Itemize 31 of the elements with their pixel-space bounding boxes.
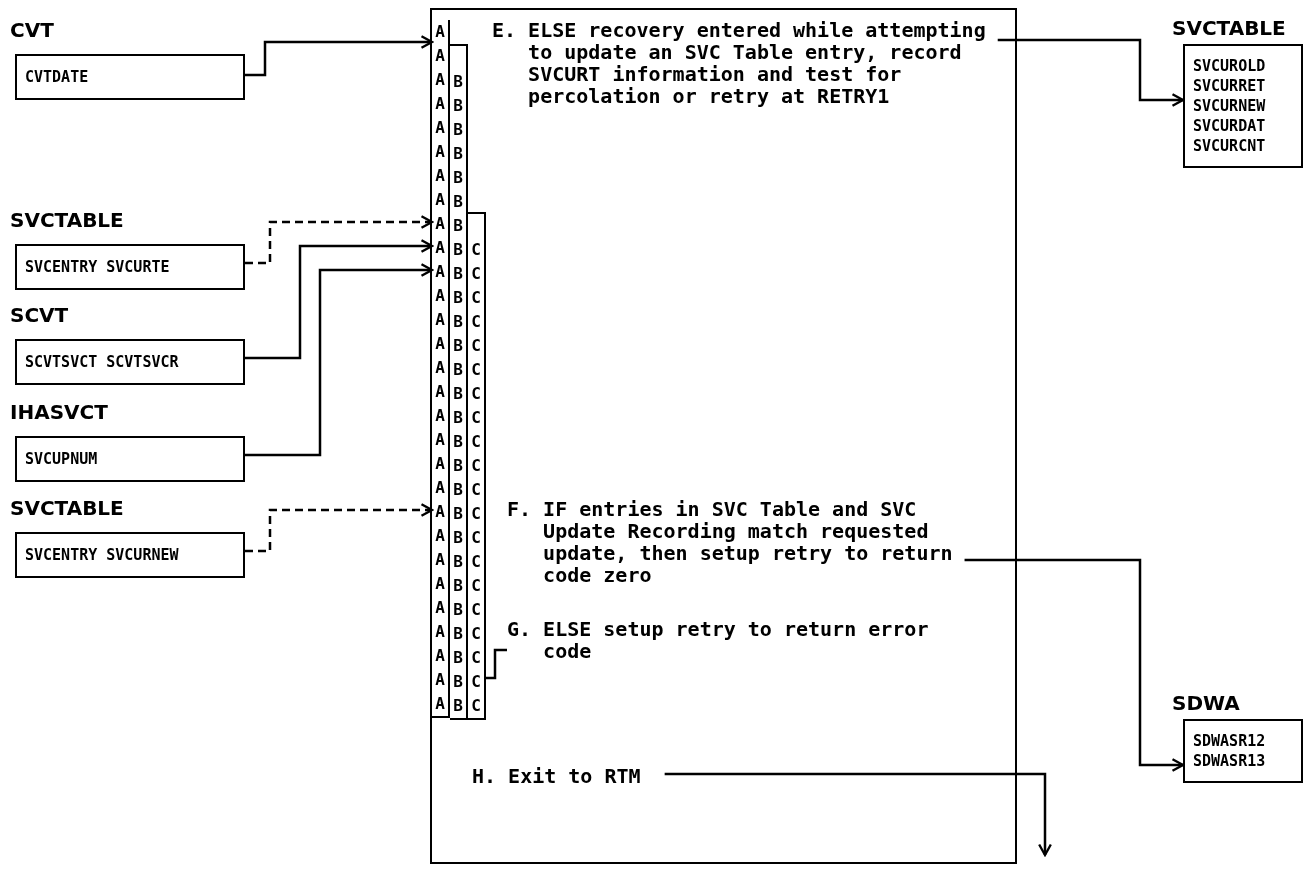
data-area-title: IHASVCT (10, 400, 109, 424)
data-area-title: SVCTABLE (10, 208, 125, 232)
arrow (964, 558, 1185, 772)
data-area-title: SCVT (10, 303, 70, 327)
step-letter-column: B B B B B B B B B B B B B B B B B B B B B B B B B B B (450, 44, 468, 720)
field-list-box: SDWASR12 SDWASR13 (1183, 719, 1303, 783)
data-area-title: SVCTABLE (1172, 16, 1287, 40)
process-box (430, 8, 1017, 864)
dashed-arrow (245, 503, 434, 553)
step-letter-column: C C C C C C C C C C C C C C C C C C C C (468, 212, 486, 720)
step-text: G. ELSE setup retry to return error code (507, 618, 965, 662)
arrow (664, 772, 1052, 857)
connector-line (486, 648, 507, 680)
dashed-arrow (245, 215, 434, 265)
field-list-box: SVCENTRY SVCURTE (15, 244, 245, 290)
step-text: E. ELSE recovery entered while attempting to update an SVC Table entry, record SVCURT information and test for percolation or retry at RETRY1 (492, 19, 998, 107)
field-list-box: SVCENTRY SVCURNEW (15, 532, 245, 578)
step-text: F. IF entries in SVC Table and SVC Update Recording match requested update, then setup retry to return code zero (507, 498, 965, 586)
data-area-title: SDWA (1172, 691, 1241, 715)
step-text: H. Exit to RTM (472, 765, 665, 787)
data-area-title: CVT (10, 18, 55, 42)
arrow (245, 239, 434, 360)
arrow (997, 38, 1185, 107)
step-letter-column: A A A A A A A A A A A A A A A A A A A A A A A A A A A A A (432, 20, 450, 718)
arrow (245, 263, 434, 457)
arrow (245, 35, 434, 77)
field-list-box: SCVTSVCT SCVTSVCR (15, 339, 245, 385)
data-area-title: SVCTABLE (10, 496, 125, 520)
field-list-box: SVCUPNUM (15, 436, 245, 482)
field-list-box: SVCUROLD SVCURRET SVCURNEW SVCURDAT SVCURCNT (1183, 44, 1303, 168)
field-list-box: CVTDATE (15, 54, 245, 100)
